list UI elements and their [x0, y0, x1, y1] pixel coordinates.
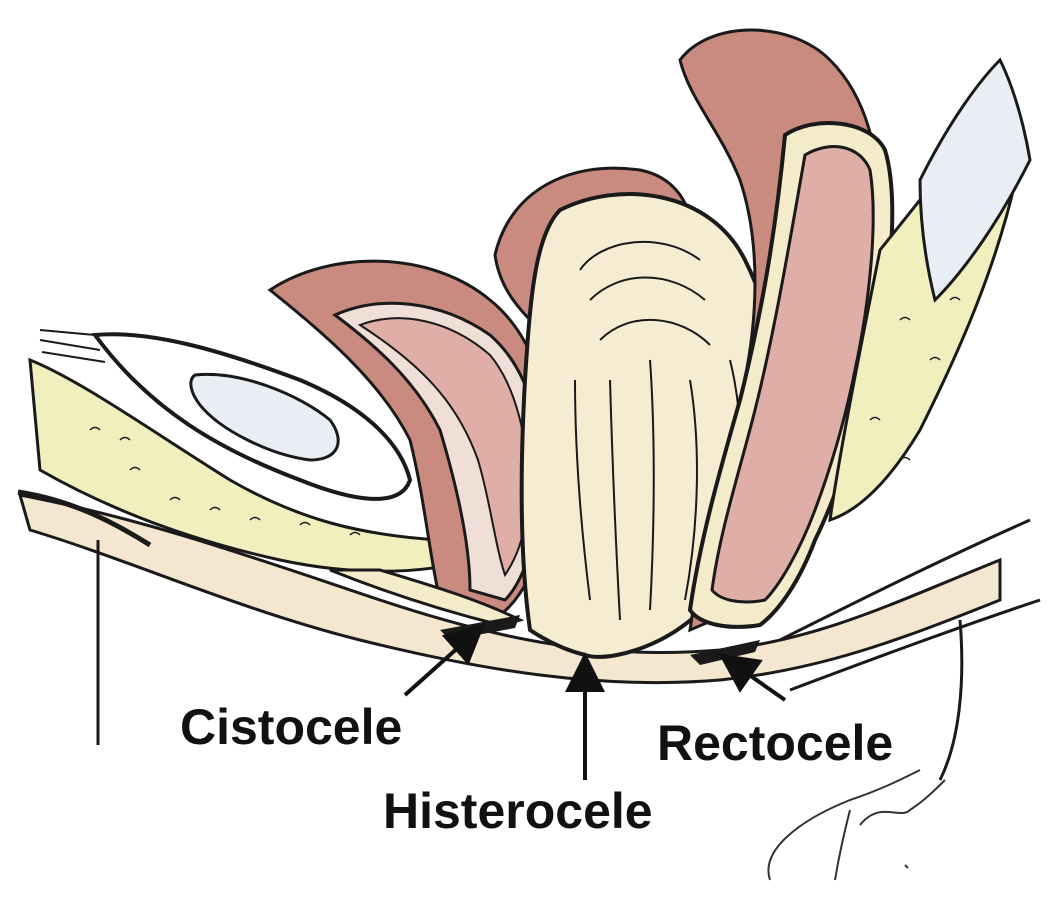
rectocele-label: Rectocele	[657, 715, 894, 771]
symphysis-lines	[39, 329, 106, 363]
abdominal-wall-line	[17, 489, 152, 548]
cistocele-arrow	[403, 623, 485, 697]
gluteal-fold	[779, 518, 1031, 642]
pubic-bone-cavity	[189, 372, 340, 462]
dark-tissue-rectocele	[690, 640, 760, 665]
posterior-outline	[938, 619, 964, 781]
rectocele-arrow	[718, 653, 787, 702]
rectal-mucosa	[710, 145, 875, 604]
perineum-skin	[17, 493, 1002, 685]
fat-dots	[89, 296, 961, 536]
bladder-mucosa	[357, 317, 530, 578]
sacrum-bone	[918, 57, 1032, 303]
gluteal-fold-2	[789, 598, 1041, 692]
artist-signature	[767, 769, 946, 881]
cistocele-label: Cistocele	[180, 699, 403, 755]
histerocele-label: Histerocele	[383, 783, 653, 839]
